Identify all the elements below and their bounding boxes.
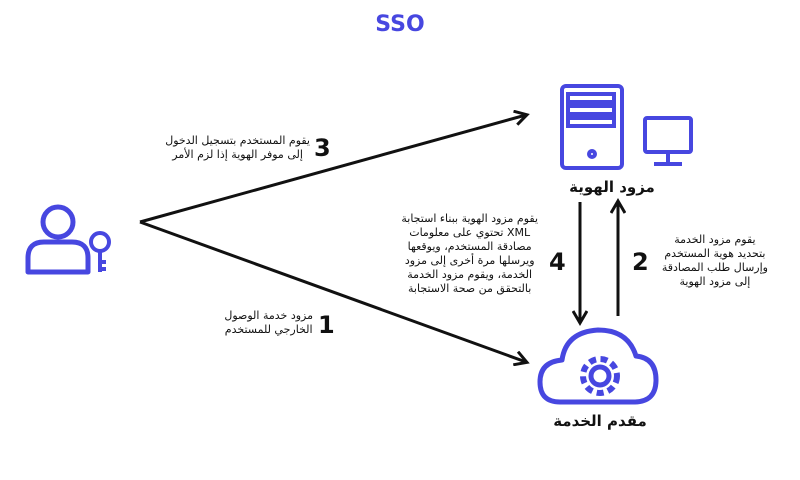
step-1-number: 1 — [318, 311, 335, 339]
text-line: يقوم مزود الهوية ببناء استجابة — [401, 212, 538, 225]
text-line: بتحديد هوية المستخدم — [664, 247, 766, 260]
step-1-text: مزود خدمة الوصول الخارجي للمستخدم — [224, 309, 313, 337]
text-line: يقوم المستخدم بتسجيل الدخول — [165, 134, 310, 147]
text-line: يقوم مزود الخدمة — [674, 233, 756, 246]
text-line: إلى موفر الهوية إذا لزم الأمر — [172, 148, 303, 161]
text-line: بالتحقق من صحة الاستجابة — [408, 282, 532, 295]
text-line: XML تحتوي على معلومات — [409, 226, 531, 239]
user-icon — [25, 204, 91, 275]
text-line: الخارجي للمستخدم — [224, 323, 313, 336]
text-line: الخدمة، ويقوم مزود الخدمة — [407, 268, 533, 281]
step-4-number: 4 — [549, 248, 566, 276]
step-2-text: يقوم مزود الخدمة بتحديد هوية المستخدم وإ… — [662, 233, 768, 289]
text-line: مصادقة المستخدم، ويوقعها — [407, 240, 532, 253]
step-3-number: 3 — [314, 134, 331, 162]
step-3-text: يقوم المستخدم بتسجيل الدخول إلى موفر اله… — [165, 134, 310, 162]
text-line: مزود خدمة الوصول — [224, 309, 313, 322]
step-2-number: 2 — [632, 248, 649, 276]
diagram-title: SSO — [375, 12, 425, 37]
text-line: إلى مزود الهوية — [679, 275, 751, 288]
identity-provider-label: مزود الهوية — [569, 178, 655, 196]
text-line: وإرسال طلب المصادقة — [661, 261, 768, 274]
server-icon — [560, 84, 624, 170]
text-line: ويرسلها مرة أخرى إلى مزود — [404, 254, 535, 267]
flow-line-1 — [139, 220, 526, 362]
step-4-text: يقوم مزود الهوية ببناء استجابة XML تحتوي… — [401, 212, 538, 296]
key-icon — [89, 231, 111, 272]
cloud-gear-icon — [537, 327, 659, 405]
flow-line-3 — [139, 115, 526, 224]
monitor-icon — [643, 116, 693, 166]
service-provider-label: مقدم الخدمة — [553, 412, 647, 430]
